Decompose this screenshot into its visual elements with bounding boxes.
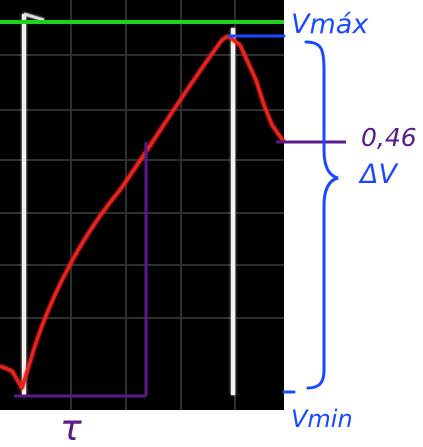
delta-v-label: ΔV (358, 159, 399, 190)
oscilloscope-screen (0, 0, 284, 410)
tau-construction (14, 140, 346, 398)
fraction-label: 0,46 (361, 123, 417, 152)
delta-v-brace (227, 34, 339, 394)
curly-brace (304, 40, 339, 390)
tau-label: τ (60, 408, 82, 447)
capacitor-trace (0, 34, 286, 390)
square-pulses (22, 12, 235, 395)
vmin-label: Vmin (291, 405, 353, 433)
vmax-label: Vmáx (291, 9, 369, 40)
pulse-left-tip (23, 12, 45, 22)
